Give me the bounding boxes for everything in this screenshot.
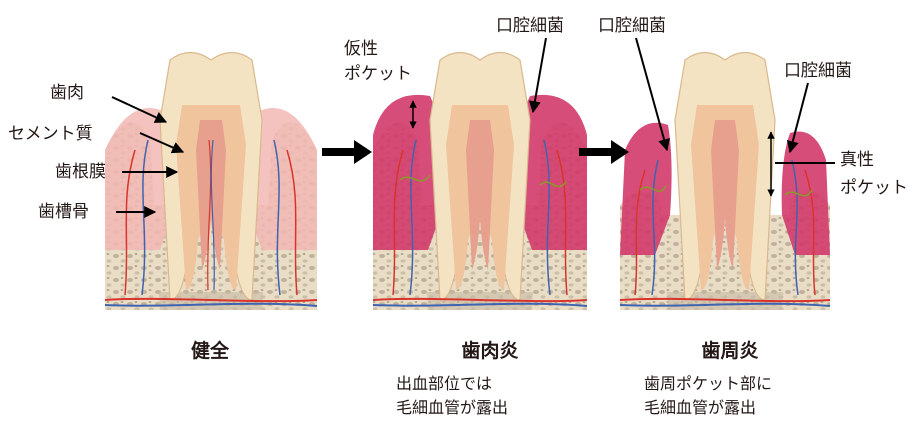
stage-title-periodontitis: 歯周炎 xyxy=(680,336,780,363)
label-true-pocket-line2: ポケット xyxy=(840,178,908,198)
label-oral-bacteria-1: 口腔細菌 xyxy=(496,16,564,36)
stage-desc-periodontitis-line1: 歯周ポケット部に xyxy=(644,372,772,396)
progression-arrow-1 xyxy=(322,140,372,164)
label-periodontal-ligament: 歯根膜 xyxy=(55,162,106,182)
label-cementum: セメント質 xyxy=(8,124,93,144)
panel-healthy xyxy=(105,53,317,311)
label-oral-bacteria-2: 口腔細菌 xyxy=(598,16,666,36)
label-oral-bacteria-3: 口腔細菌 xyxy=(784,61,852,81)
stage-desc-gingivitis-line2: 毛細血管が露出 xyxy=(396,396,508,420)
stage-title-gingivitis: 歯肉炎 xyxy=(440,336,540,363)
label-true-pocket-line1: 真性 xyxy=(840,150,874,170)
label-pseudo-pocket-line2: ポケット xyxy=(344,64,412,84)
label-gingiva: 歯肉 xyxy=(50,83,84,103)
stage-title-healthy: 健全 xyxy=(180,336,240,363)
panel-gingivitis xyxy=(373,53,587,311)
label-alveolar-bone: 歯槽骨 xyxy=(38,202,89,222)
label-pseudo-pocket-line1: 仮性 xyxy=(344,39,378,59)
stage-desc-periodontitis-line2: 毛細血管が露出 xyxy=(644,396,756,420)
stage-desc-gingivitis-line1: 出血部位では xyxy=(396,372,492,396)
